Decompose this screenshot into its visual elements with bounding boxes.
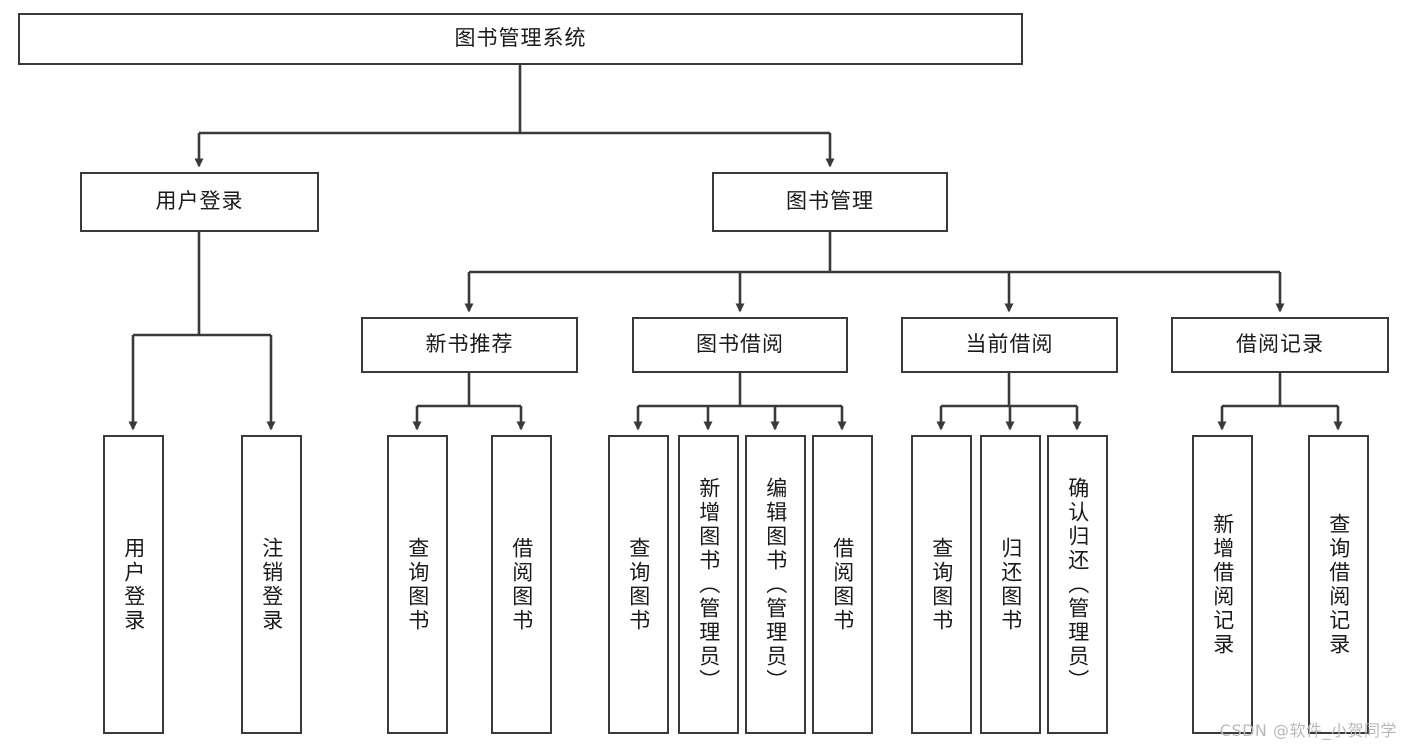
node-leaf-user-logout-label: 注销登录 <box>259 536 284 633</box>
node-new-book-rec[interactable]: 新书推荐 <box>361 317 578 373</box>
node-book-borrow[interactable]: 图书借阅 <box>632 317 848 373</box>
node-leaf-add-book[interactable]: 新增图书（管理员） <box>678 435 739 734</box>
node-book-manage[interactable]: 图书管理 <box>712 172 948 232</box>
csdn-watermark: CSDN @软件_小贺同学 <box>1219 721 1397 740</box>
node-leaf-add-record-label: 新增借阅记录 <box>1210 512 1235 657</box>
node-leaf-query-book-1-label: 查询图书 <box>405 536 430 633</box>
node-leaf-add-record[interactable]: 新增借阅记录 <box>1192 435 1253 734</box>
node-leaf-edit-book-label: 编辑图书（管理员） <box>763 476 788 693</box>
node-root-label: 图书管理系统 <box>454 26 587 51</box>
node-leaf-add-book-label: 新增图书（管理员） <box>696 476 721 693</box>
node-leaf-query-record[interactable]: 查询借阅记录 <box>1308 435 1369 734</box>
node-leaf-borrow-book-1[interactable]: 借阅图书 <box>491 435 552 734</box>
node-leaf-query-record-label: 查询借阅记录 <box>1326 512 1351 657</box>
node-root[interactable]: 图书管理系统 <box>18 13 1023 65</box>
node-leaf-query-book-3[interactable]: 查询图书 <box>911 435 972 734</box>
node-current-borrow-label: 当前借阅 <box>965 332 1054 357</box>
node-leaf-borrow-book-2[interactable]: 借阅图书 <box>812 435 873 734</box>
node-book-borrow-label: 图书借阅 <box>696 332 784 357</box>
node-user-login-label: 用户登录 <box>155 189 244 214</box>
node-borrow-record[interactable]: 借阅记录 <box>1171 317 1389 373</box>
node-book-manage-label: 图书管理 <box>786 189 874 214</box>
node-leaf-query-book-3-label: 查询图书 <box>929 536 954 633</box>
node-new-book-rec-label: 新书推荐 <box>425 332 514 357</box>
node-leaf-user-logout[interactable]: 注销登录 <box>241 435 302 734</box>
node-user-login[interactable]: 用户登录 <box>80 172 319 232</box>
node-current-borrow[interactable]: 当前借阅 <box>901 317 1118 373</box>
node-leaf-user-login-label: 用户登录 <box>121 536 146 633</box>
node-leaf-confirm-return[interactable]: 确认归还（管理员） <box>1047 435 1108 734</box>
node-leaf-edit-book[interactable]: 编辑图书（管理员） <box>745 435 806 734</box>
node-leaf-query-book-2[interactable]: 查询图书 <box>608 435 669 734</box>
node-leaf-borrow-book-2-label: 借阅图书 <box>830 536 855 633</box>
node-leaf-query-book-2-label: 查询图书 <box>626 536 651 633</box>
node-leaf-return-book-label: 归还图书 <box>998 536 1023 633</box>
node-borrow-record-label: 借阅记录 <box>1236 332 1324 357</box>
node-leaf-return-book[interactable]: 归还图书 <box>980 435 1041 734</box>
node-leaf-confirm-return-label: 确认归还（管理员） <box>1065 476 1090 693</box>
node-leaf-query-book-1[interactable]: 查询图书 <box>387 435 448 734</box>
node-leaf-user-login[interactable]: 用户登录 <box>103 435 164 734</box>
node-leaf-borrow-book-1-label: 借阅图书 <box>509 536 534 633</box>
